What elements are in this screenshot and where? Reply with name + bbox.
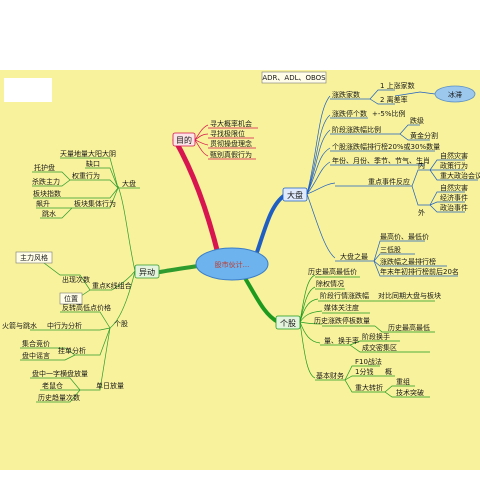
dapan-connectors (306, 89, 478, 277)
gegu-item-7: 历史最高最低 (388, 323, 430, 332)
bingzhi-label: 冰滞 (448, 90, 462, 99)
gegu-item-2: 除权情况 (316, 279, 344, 288)
gegu-item-4: 对比同期大盘与板块 (378, 291, 441, 300)
gegu-bili-label: 个股涨跌幅排行榜20%或30%数量 (332, 142, 440, 151)
gegu-label: 个股 (280, 319, 296, 328)
yd-item-bankuai: 板块指数 (33, 189, 61, 198)
center-label: 股市伙计... (215, 260, 250, 269)
gegu-item-1: 历史最高最低价 (308, 267, 357, 276)
yg-item-5: 盘中谣言 (22, 351, 50, 360)
yidong-label: 异动 (139, 267, 155, 277)
tingpai-label: 涨跌停个数 (332, 109, 367, 118)
yidong-dapan-label: 大盘 (122, 179, 136, 188)
branch-goal-line (172, 137, 223, 265)
gegu-item-14: 概 (385, 367, 392, 376)
yg-item-7: 单日放量 (96, 381, 124, 390)
weizhi-label: 位置 (64, 294, 78, 303)
yd-item-tiaoshui: 跳水 (42, 209, 56, 218)
zhuli-label: 主力风格 (20, 253, 48, 262)
gegu-item-11: 基本财务 (316, 371, 344, 380)
jieduan-label: 阶段涨跌幅比例 (332, 125, 381, 134)
gegu-connectors (299, 274, 435, 398)
yg-item-4: 集合竞价 (22, 339, 50, 348)
yd-item-tuhu: 托护盘 (34, 163, 55, 172)
yg-item-2: 中行为分析 (47, 321, 82, 330)
gegu-item-10: 成交密集区 (362, 343, 397, 352)
gegu-item-12: F10战法 (355, 357, 382, 366)
yd-item-quekou: 缺口 (86, 159, 100, 168)
yg-item-9: 老鼠仓 (42, 381, 63, 390)
nei-item-2: 政策行为 (440, 161, 468, 170)
yg-item-1: 反转高低点价格 (62, 303, 111, 312)
gegu-item-13: 1分钱 (355, 367, 373, 376)
gegu-item-16: 重组 (396, 377, 410, 386)
zhizui-item-2: 三低股 (380, 245, 401, 254)
center-node[interactable] (195, 247, 269, 281)
yg-item-3: 火箭与跳水 (2, 321, 37, 330)
branch-dapan-line (253, 193, 287, 260)
bingzhi-bubble[interactable] (434, 85, 476, 103)
weizhi-box (59, 292, 83, 305)
jieduan-item-1: 跌级 (410, 116, 424, 125)
blank-label-box (4, 78, 52, 102)
zhongdian-label: 重点K线组合 (92, 281, 132, 290)
events-wai: 外 (418, 208, 425, 217)
yd-item-shadie: 杀跌主力 (32, 177, 60, 186)
events-label: 重点事件反应 (368, 177, 410, 186)
adr-box (261, 71, 327, 84)
dapan-label: 大盘 (287, 190, 303, 200)
adr-label: ADR、ADL、OBOS (262, 74, 326, 82)
gegu-item-17: 技术突破 (396, 388, 424, 397)
gegu-item-5: 媒体关注度 (324, 303, 359, 312)
events-nei: 内 (418, 161, 425, 170)
gegu-item-6: 历史涨跌停板数量 (314, 316, 370, 325)
goal-label: 目的 (176, 135, 192, 145)
gegu-item-15: 重大转折 (355, 383, 383, 392)
zhangdie-label: 涨跌家数 (332, 90, 360, 99)
gegu-item-9: 阶段换手 (362, 332, 390, 341)
yg-item-10: 历史趋量次数 (38, 393, 80, 402)
yidong-gegu-label: 个股 (114, 320, 128, 328)
time-label: 年份、月份、季节、节气、生肖 (332, 156, 430, 165)
zhizui-label: 大盘之最 (340, 252, 368, 261)
jieduan-item-2: 黄金分割 (410, 131, 438, 140)
goal-item-2: 寻找极限位 (210, 129, 245, 138)
yd-item-jiti: 板块集体行为 (74, 199, 116, 208)
yd-item-biaosheng: 飙升 (36, 199, 50, 208)
wai-item-1: 自然灾害 (440, 183, 468, 192)
zhangdie-item-2: 2 离差率 (380, 95, 408, 104)
chuxian-label: 出现次数 (62, 275, 90, 284)
yd-item-tianliang: 天量地量大阳大阴 (60, 149, 116, 158)
zhuli-box (15, 251, 53, 264)
wai-item-3: 政治事件 (440, 203, 468, 212)
goal-connectors (194, 124, 258, 160)
nei-item-3: 重大政治会议 (440, 171, 480, 180)
yg-item-6: 挂单分析 (58, 346, 86, 355)
yg-item-8: 盘中一字横盘放量 (32, 369, 88, 378)
zhangdie-item-1: 1 上涨家数 (380, 81, 415, 90)
goal-item-1: 寻大概率机会 (210, 119, 252, 128)
yidong-connectors (20, 157, 140, 403)
goal-item-3: 贯彻操盘理念 (210, 139, 252, 148)
gegu-item-3: 阶段行情涨跌幅 (320, 291, 369, 300)
nei-item-1: 自然灾害 (440, 151, 468, 160)
wai-item-2: 经济事件 (440, 193, 468, 202)
tingpai-note: +-5%比例 (372, 109, 406, 118)
branch-gegu-line (243, 276, 280, 324)
zhizui-item-1: 最高价、最低价 (380, 232, 429, 241)
gegu-item-8: 量、换手率 (324, 336, 359, 345)
yd-item-quanzhong: 权重行为 (72, 171, 100, 180)
zhizui-item-3: 涨跌幅之最排行榜 (380, 257, 436, 266)
zhizui-item-4: 年末年初排行榜前后20名 (380, 267, 459, 276)
goal-item-4: 甄别真假行为 (210, 150, 252, 159)
